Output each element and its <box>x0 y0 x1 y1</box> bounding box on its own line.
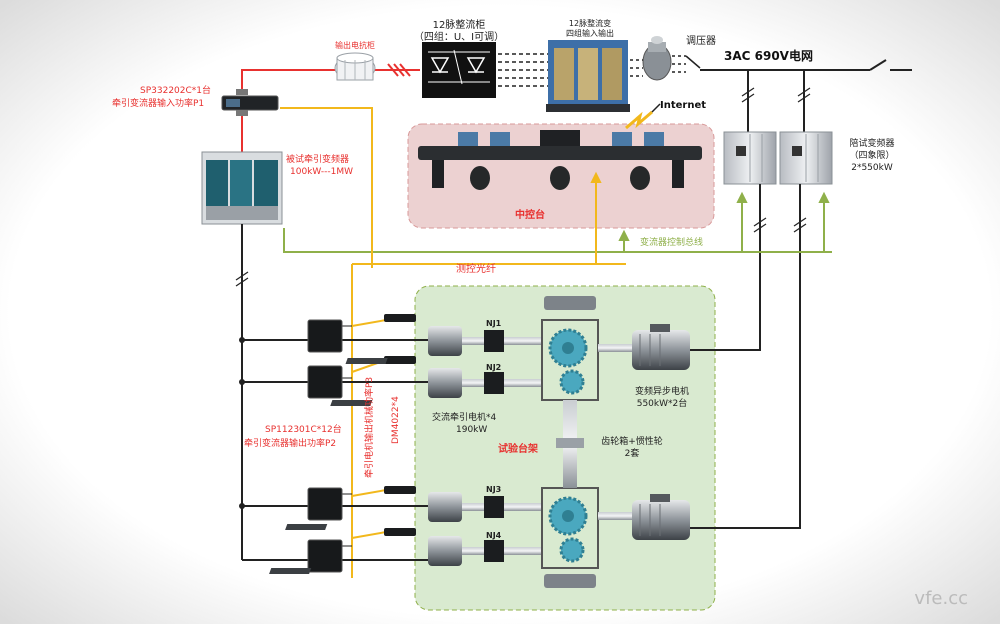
lightning-icon <box>625 110 653 130</box>
traction-motor-label: 交流牵引电机*4 <box>432 411 497 423</box>
output-reactor-label: 输出电抗柜 <box>335 40 375 50</box>
rectifier-cabinet-note: （四组：U、I可调） <box>414 30 504 43</box>
watermark: vfe.cc <box>914 588 968 609</box>
dut-converter-icon <box>201 151 283 225</box>
companion-converter-label: 陪试变频器 <box>849 137 894 149</box>
p3-model: DM4022*4 <box>391 396 401 444</box>
bus-junctions <box>239 337 245 509</box>
traction-motor-icon <box>269 326 542 574</box>
torque-meter-p3-icon <box>384 314 416 536</box>
rectifier-transformer-icon <box>546 40 630 112</box>
internet-arrow <box>651 103 661 113</box>
async-motor-label: 变频异步电机 <box>635 385 689 397</box>
p2-fiber-arrows <box>342 325 352 547</box>
p3-desc: 牵引电机输出机械功率P3 <box>363 377 375 478</box>
grid-line <box>700 59 912 132</box>
async-motor-rating: 550kW*2台 <box>637 397 688 409</box>
control-bus-label: 变流器控制总线 <box>640 236 703 248</box>
gearbox-label: 齿轮箱+惯性轮 <box>601 435 663 447</box>
central-console-label: 中控台 <box>515 208 545 221</box>
rectifier-cabinet-label: 12脉整流柜 <box>433 18 486 31</box>
transformer-regulator-links <box>630 55 701 77</box>
gearbox-count: 2套 <box>625 447 640 459</box>
dut-converter-range: 100kW---1MW <box>290 167 353 177</box>
nj2-label: NJ2 <box>486 363 501 372</box>
test-bench-label: 试验台架 <box>498 442 538 455</box>
voltage-regulator-label: 调压器 <box>686 35 716 47</box>
power-meter-p2-icon <box>307 319 343 573</box>
traction-motor-rating: 190kW <box>456 425 487 435</box>
p2-meter-model: SP112301C*12台 <box>265 423 342 435</box>
companion-converter-mode: （四象限） <box>849 149 894 161</box>
nj4-label: NJ4 <box>486 531 502 540</box>
grid-label: 3AC 690V电网 <box>724 48 813 63</box>
companion-output-lines <box>690 184 807 529</box>
dut-converter-label: 被试牵引变频器 <box>286 153 349 165</box>
p1-meter-desc: 牵引变流器输入功率P1 <box>112 97 204 109</box>
converter-output-bus <box>235 224 430 561</box>
nj3-label: NJ3 <box>486 485 501 494</box>
measurement-fiber <box>280 107 626 578</box>
internet-label: Internet <box>660 100 706 111</box>
p2-meter-desc: 牵引变流器输出功率P2 <box>244 437 336 449</box>
rect-transformer-label: 12脉整流变 <box>569 18 611 28</box>
gearbox-icon <box>541 319 599 569</box>
converter-control-bus <box>283 191 832 253</box>
nj1-label: NJ1 <box>486 319 502 328</box>
rectifier-transformer-links <box>498 53 548 87</box>
rect-transformer-note: 四组输入输出 <box>566 28 614 38</box>
rectifier-cabinet-icon <box>422 42 496 98</box>
companion-converter-rating: 2*550kW <box>851 163 893 173</box>
power-meter-p1-icon <box>221 89 279 116</box>
p1-meter-model: SP332202C*1台 <box>140 84 211 96</box>
companion-converter-icon <box>723 131 833 185</box>
voltage-regulator-icon <box>642 36 672 81</box>
async-motor-icon <box>632 324 690 540</box>
output-reactor-icon <box>334 52 376 81</box>
fiber-label: 测控光纤 <box>456 262 496 275</box>
central-console-icon <box>418 130 702 190</box>
inertia-wheel-icon <box>544 296 634 588</box>
